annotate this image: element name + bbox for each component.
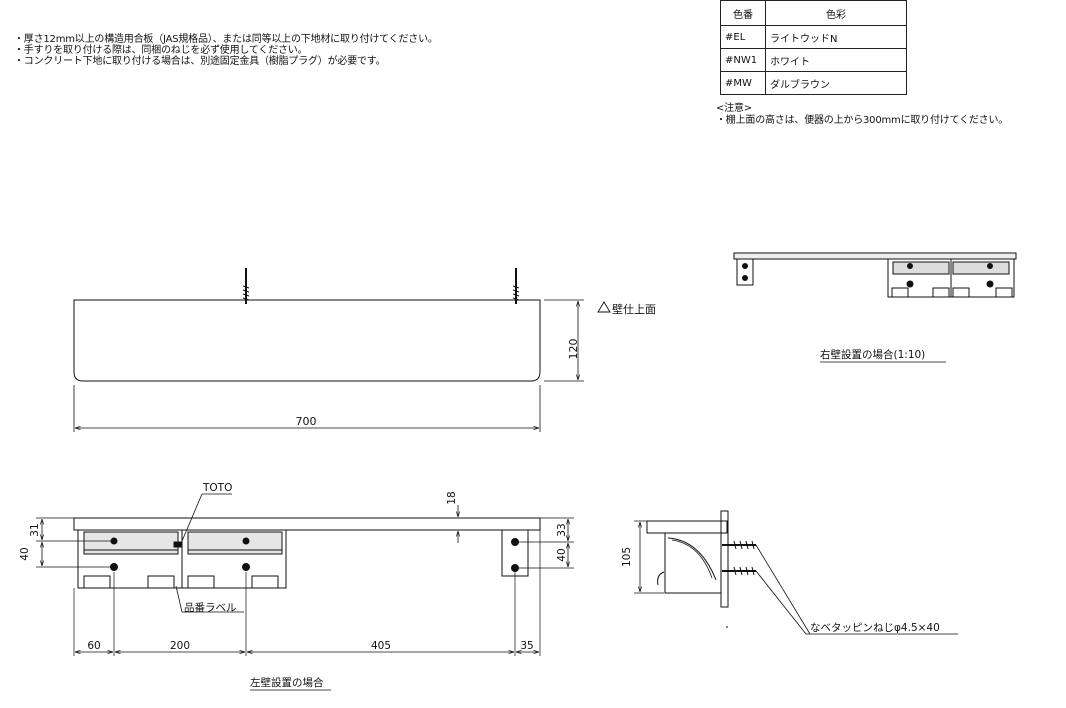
shelf-board [73,517,541,531]
side-shelf-board [646,520,728,534]
screw-spec-label: なベタッピンねじφ4.5×40 [810,622,940,634]
color-table-header: 色番 色彩 [720,0,907,26]
left-wall-caption: 左壁設置の場合 [250,676,324,689]
dim-left-31: 31 [29,523,41,536]
dim-top-thickness: 18 [446,491,458,504]
dim-right-33: 33 [556,523,568,536]
level-triangle-icon [597,301,611,313]
color-name: ライトウッドN [765,25,907,49]
screw-icon [242,268,250,304]
left-wall-view [36,493,574,691]
color-code: #MW [720,71,766,95]
height-dim-text: 120 [567,339,580,360]
installation-notes: ・厚さ12mm以上の構造用合板（JAS規格品）、または同等以上の下地材に取り付け… [14,34,438,67]
color-table-row: #MW ダルブラウン [720,71,907,95]
brand-label: TOTO [202,482,232,494]
right-wall-caption: 右壁設置の場合(1:10) [820,348,925,361]
side-view [634,510,958,635]
caution-title: <注意> [716,103,752,114]
width-dim-text: 700 [296,415,317,428]
shelf-front-outline [73,299,541,382]
dim-right-40: 40 [556,548,568,561]
color-code-header: 色番 [720,0,766,26]
note-line: ・コンクリート下地に取り付ける場合は、別途固定金具（樹脂プラグ）が必要です。 [14,56,386,67]
dim-60: 60 [87,640,100,652]
screw-icon [722,566,756,576]
note-line: ・手すりを取り付ける際は、同梱のねじを必ず使用してください。 [14,45,308,56]
wall-finish-label: 壁仕上面 [612,302,656,316]
color-name: ダルブラウン [765,71,907,95]
color-table-row: #NW1 ホワイト [720,48,907,72]
product-label-callout: 品番ラベル [184,602,237,614]
screw-icon [512,268,520,304]
dim-35: 35 [520,640,533,652]
caution-block: <注意> ・棚上面の高さは、便器の上から300mmに取り付けてください。 [716,103,1008,127]
color-table: 色番 色彩 #EL ライトウッドN #NW1 ホワイト #MW ダルブラウン [720,0,907,95]
color-name: ホワイト [765,48,907,72]
side-height-dim: 105 [621,547,633,567]
front-view [73,268,611,432]
caution-text: ・棚上面の高さは、便器の上から300mmに取り付けてください。 [716,115,1009,126]
note-line: ・厚さ12mm以上の構造用合板（JAS規格品）、または同等以上の下地材に取り付け… [14,34,438,45]
right-wall-view [733,252,1017,363]
dim-left-40: 40 [19,547,31,560]
screw-icon [722,540,756,550]
dim-405: 405 [371,640,391,652]
dim-200: 200 [170,640,190,652]
